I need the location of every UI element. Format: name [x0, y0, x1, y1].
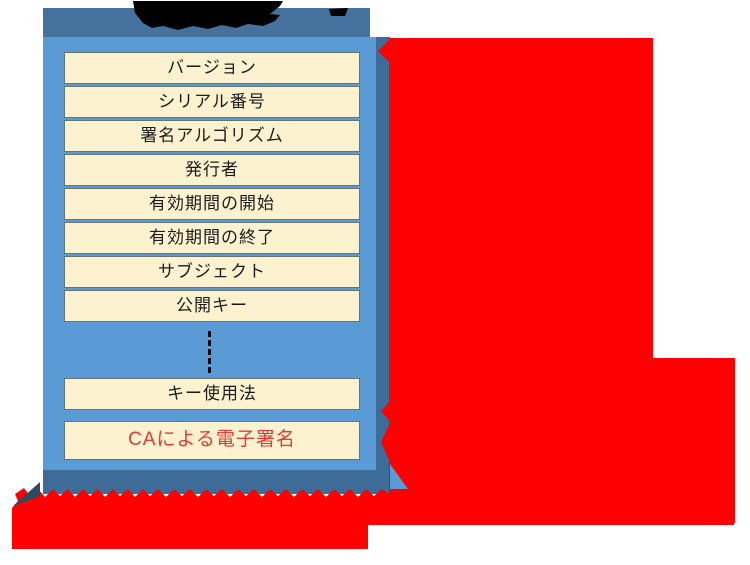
- certificate-field-row-sig-algorithm: 署名アルゴリズム: [64, 120, 360, 152]
- navy-wedge: [13, 482, 40, 506]
- blue-wedge: [390, 464, 408, 489]
- field-label: CAによる電子署名: [128, 429, 296, 450]
- certificate-field-row-ca-signature: CAによる電子署名: [64, 421, 360, 460]
- certificate-field-row-issuer: 発行者: [64, 154, 360, 186]
- certificate-field-row-valid-from: 有効期間の開始: [64, 188, 360, 220]
- certificate-field-row-serial: シリアル番号: [64, 86, 360, 118]
- certificate-field-row-version: バージョン: [64, 52, 360, 84]
- field-label: シリアル番号: [158, 92, 266, 111]
- field-label: サブジェクト: [158, 262, 266, 281]
- field-label: 署名アルゴリズム: [140, 126, 284, 145]
- certificate-field-row-subject: サブジェクト: [64, 256, 360, 288]
- field-label: 有効期間の開始: [149, 194, 275, 213]
- card-shadow-right: [376, 37, 390, 494]
- certificate-field-row-public-key: 公開キー: [64, 290, 360, 322]
- certificate-header-band: [43, 8, 370, 37]
- certificate-field-row-valid-to: 有効期間の終了: [64, 222, 360, 254]
- field-label: バージョン: [167, 58, 257, 77]
- field-label: 発行者: [185, 160, 239, 179]
- ellipsis-dashed-line: [208, 331, 211, 373]
- bottom-annotation-blob: [12, 488, 734, 549]
- certificate-field-row-key-usage: キー使用法: [64, 378, 360, 410]
- annotation-blob: [378, 38, 735, 523]
- field-label: キー使用法: [167, 384, 257, 403]
- field-label: 公開キー: [176, 296, 248, 315]
- card-shadow-bottom: [43, 470, 390, 494]
- field-label: 有効期間の終了: [149, 228, 275, 247]
